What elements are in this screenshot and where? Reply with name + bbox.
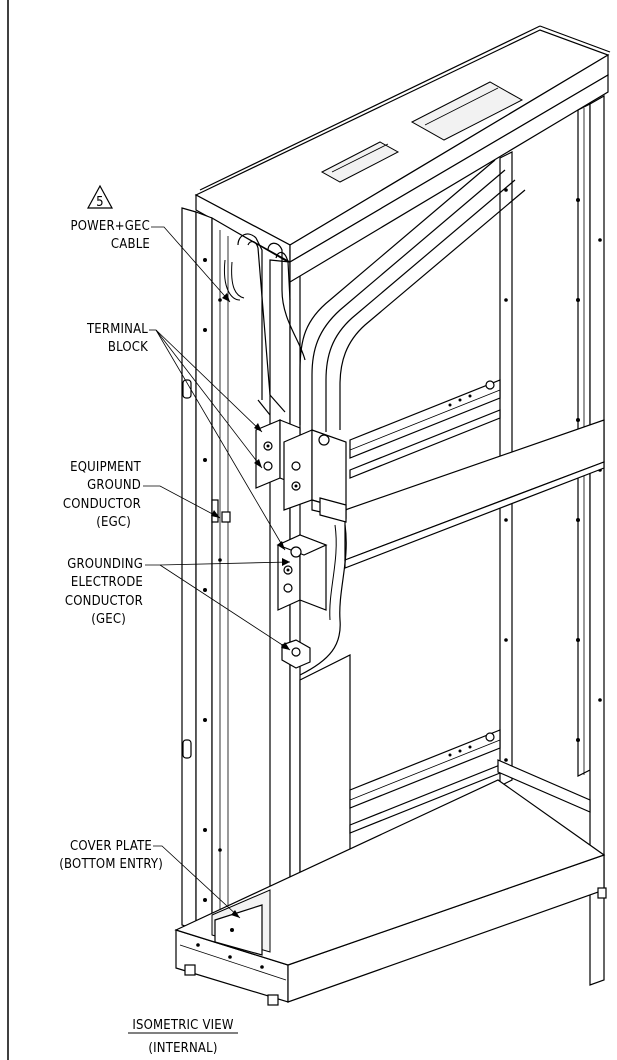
callout-gec: GROUNDING ELECTRODE CONDUCTOR (GEC) [65,557,291,651]
power-gec-cables [223,159,526,676]
gec-label-line2: ELECTRODE [71,575,143,590]
callout-egc: EQUIPMENT GROUND CONDUCTOR (EGC) [63,460,221,530]
power-gec-label-line2: CABLE [111,237,150,252]
terminal-label-line1: TERMINAL [86,322,148,337]
gec-label-line1: GROUNDING [67,557,143,572]
caption-title: ISOMETRIC VIEW [132,1018,234,1033]
cover-label-line1: COVER PLATE [70,839,152,854]
egc-label-line3: CONDUCTOR [63,497,141,512]
egc-label-line4: (EGC) [96,515,131,530]
terminal-blocks [255,419,347,523]
egc-label-line2: GROUND [87,478,141,493]
caption-subtitle: (INTERNAL) [148,1041,217,1056]
cover-label-line2: (BOTTOM ENTRY) [59,857,163,872]
egc-label-line1: EQUIPMENT [70,460,141,475]
gec-terminal-block [276,534,328,611]
callout-terminal-block: TERMINAL BLOCK [86,322,286,551]
gec-label-line4: (GEC) [91,612,126,627]
terminal-label-line2: BLOCK [108,340,148,355]
power-gec-label-line1: POWER+GEC [70,219,150,234]
cabinet-frame [174,25,611,1006]
gec-label-line3: CONDUCTOR [65,594,143,609]
callout-power-gec: 5 POWER+GEC CABLE [70,184,231,303]
revision-triangle-icon [86,184,114,209]
callout-cover-plate: COVER PLATE (BOTTOM ENTRY) [59,839,241,919]
revision-marker: 5 [96,195,104,210]
gec-lug [281,639,311,669]
view-caption: ISOMETRIC VIEW (INTERNAL) [128,1018,238,1056]
